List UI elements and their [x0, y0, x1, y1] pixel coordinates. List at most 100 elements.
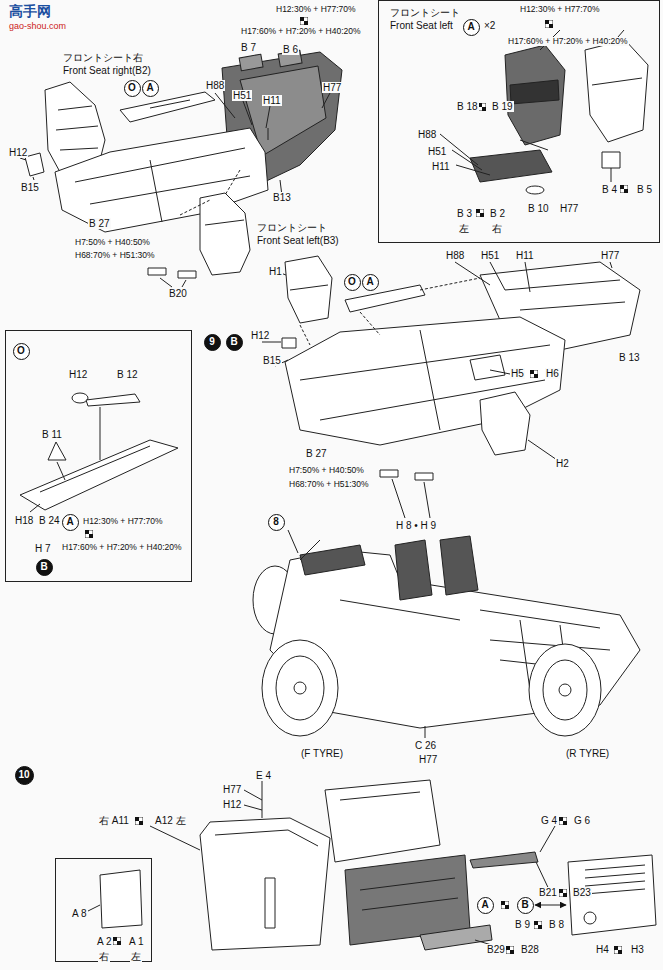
part-label: H6 — [545, 368, 560, 379]
part-label: H12 — [8, 147, 28, 158]
part-label: G 6 — [573, 815, 591, 826]
part-label: H12 — [222, 799, 242, 810]
part-label: B13 — [272, 192, 292, 203]
part-label: H88 — [417, 129, 437, 140]
part-label: H3 — [630, 944, 645, 955]
part-label: H51 — [480, 250, 500, 261]
watermark: 高手网 — [8, 4, 52, 19]
part-label: H2 — [555, 458, 570, 469]
part-label: B 27 — [88, 218, 111, 229]
circled-marker: A — [142, 80, 159, 97]
part-label: H12:30% + H77:70% — [519, 5, 601, 14]
part-label: H77 — [600, 250, 620, 261]
circled-marker: A — [62, 514, 79, 531]
part-label: B 5 — [636, 184, 653, 195]
watermark: gao-shou.com — [8, 22, 67, 32]
part-label: 右 — [491, 223, 503, 234]
part-label: H4 — [595, 944, 610, 955]
part-label: H5 — [510, 368, 525, 379]
part-label: A 2 — [96, 936, 112, 947]
part-label: B29 — [486, 944, 506, 955]
circled-marker: A — [362, 274, 379, 291]
part-label: B 11 — [41, 429, 63, 440]
marker-letter: A — [146, 83, 153, 93]
part-label: B 3 — [456, 208, 473, 219]
part-label: 左 — [130, 951, 142, 962]
part-label: B 24 — [38, 515, 61, 526]
part-label: B 7 — [240, 42, 257, 53]
part-label: ×2 — [483, 20, 496, 31]
part-label: H12:30% + H77:70% — [275, 5, 357, 14]
part-label: H7:50% + H40:50% — [74, 238, 151, 247]
circled-marker: O — [13, 343, 30, 360]
circled-marker: 10 — [15, 766, 34, 785]
part-label: H77 — [418, 754, 438, 765]
part-label: B 10 — [527, 203, 550, 214]
marker-letter: A — [481, 900, 488, 910]
marker-letter: O — [128, 83, 136, 93]
part-label: B 4 — [601, 184, 618, 195]
marker-letter: B — [230, 337, 237, 347]
part-label: B15 — [20, 182, 40, 193]
part-label: B 13 — [618, 352, 641, 363]
part-label: H 7 — [34, 543, 52, 554]
part-label: G 4 — [540, 815, 558, 826]
part-label: B 6 — [282, 44, 299, 55]
part-label: B15 — [262, 355, 282, 366]
part-label: B28 — [520, 944, 540, 955]
part-label: H77 — [222, 784, 242, 795]
part-label: 右 — [98, 951, 110, 962]
part-label: A 1 — [128, 936, 144, 947]
marker-letter: B — [521, 900, 528, 910]
part-label: H17:60% + H7:20% + H40:20% — [61, 543, 183, 552]
circled-marker: A — [477, 897, 494, 914]
part-label: B20 — [168, 288, 188, 299]
marker-letter: 9 — [209, 337, 215, 347]
marker-letter: O — [348, 277, 356, 287]
part-label: B 2 — [489, 208, 506, 219]
part-label: フロントシート — [256, 222, 328, 233]
circled-marker: B — [36, 559, 53, 576]
part-label: B21 — [538, 887, 558, 898]
part-label: フロントシート右 — [62, 52, 144, 63]
part-label: H12:30% + H77:70% — [82, 517, 164, 526]
part-label: 左 — [458, 223, 470, 234]
part-label: H11 — [431, 161, 451, 172]
marker-letter: 10 — [18, 770, 29, 780]
part-label: H18 — [14, 515, 34, 526]
part-label: 右 A11 — [98, 815, 130, 826]
part-label: B23 — [572, 887, 592, 898]
circled-marker: 9 — [204, 334, 221, 351]
part-label: B 18 — [456, 101, 479, 112]
part-label: A12 左 — [154, 815, 187, 826]
part-label: H11 — [515, 250, 535, 261]
marker-letter: A — [467, 22, 474, 32]
part-label: H88 — [445, 250, 465, 261]
part-label: H 8 • H 9 — [395, 520, 437, 531]
part-label: H68:70% + H51:30% — [74, 251, 156, 260]
marker-letter: 8 — [273, 517, 279, 527]
part-label: C 26 — [414, 740, 437, 751]
part-label: H1 — [268, 266, 283, 277]
part-label: H17:60% + H7:20% + H40:20% — [240, 27, 362, 36]
part-label: Front Seat right(B2) — [62, 65, 152, 76]
part-label: B 12 — [116, 369, 139, 380]
marker-letter: O — [17, 346, 25, 356]
part-label: Front Seat left — [389, 20, 454, 31]
circled-marker: B — [517, 897, 534, 914]
marker-letter: A — [66, 517, 73, 527]
part-label: B 27 — [305, 448, 328, 459]
part-label: B 19 — [491, 101, 514, 112]
part-label: H11 — [262, 95, 282, 106]
part-label: H12 — [68, 369, 88, 380]
circled-marker: O — [344, 274, 361, 291]
part-label: H77 — [322, 82, 342, 93]
marker-letter: B — [40, 562, 47, 572]
part-label: H7:50% + H40:50% — [288, 466, 365, 475]
part-label: H68:70% + H51:30% — [288, 480, 370, 489]
inset-panel: A 8A 2A 1右左 — [55, 858, 152, 962]
part-label: H77 — [559, 203, 579, 214]
inset-panel: H12 B 12 B 11 H18 B 24 H12:30% + H77:70% H17:6… — [5, 330, 192, 582]
part-label: H51 — [232, 90, 252, 101]
part-label: Front Seat left(B3) — [256, 235, 340, 246]
